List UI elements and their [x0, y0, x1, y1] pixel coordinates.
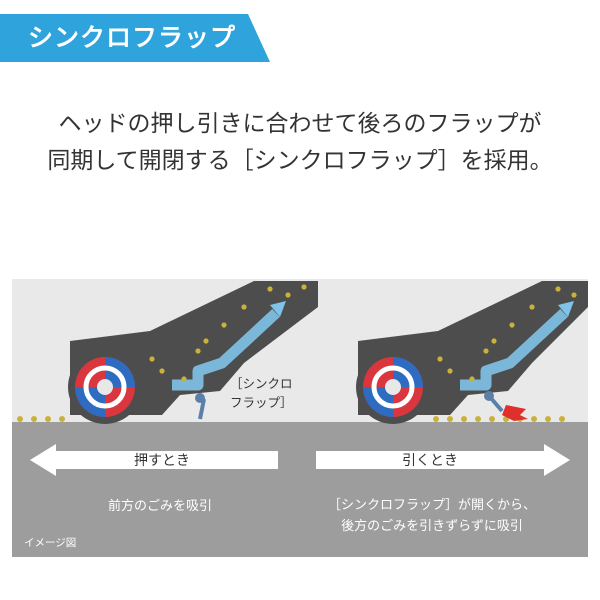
- dust-particles-pull: [433, 286, 577, 422]
- cleaner-head-push: [68, 281, 318, 424]
- section-title-banner: シンクロフラップ: [0, 14, 270, 62]
- pull-caption-line-2: 後方のごみを引きずらずに吸引: [341, 518, 523, 534]
- dust-particles-push: [17, 284, 307, 422]
- headline-line-1: ヘッドの押し引きに合わせて後ろのフラップが: [58, 111, 542, 137]
- headline: ヘッドの押し引きに合わせて後ろのフラップが 同期して開閉する［シンクロフラップ］…: [0, 106, 600, 180]
- flap-open-arrow: [502, 405, 528, 421]
- cleaner-head-pull: [356, 281, 588, 424]
- synchro-flap-illustration: ［シンクロ フラップ］ 押すとき 前方のごみを吸引 引くとき ［シンクロフラップ…: [12, 279, 588, 557]
- synchro-flap-closed: [195, 393, 206, 420]
- pull-caption-line-1: ［シンクロフラップ］が開くから、: [328, 498, 536, 513]
- flap-callout-line-1: ［シンクロ: [230, 376, 293, 391]
- pull-arrow: [316, 444, 570, 476]
- headline-line-2: 同期して開閉する［シンクロフラップ］を採用。: [47, 148, 553, 174]
- flap-callout-line-2: フラップ］: [230, 395, 293, 410]
- pull-arrow-label: 引くとき: [402, 453, 458, 469]
- synchro-flap-open: [484, 391, 528, 421]
- section-title: シンクロフラップ: [28, 23, 237, 52]
- push-arrow-label: 押すとき: [134, 453, 190, 469]
- image-note: イメージ図: [24, 537, 76, 549]
- floor: [12, 422, 588, 557]
- push-caption: 前方のごみを吸引: [108, 498, 212, 514]
- push-arrow: [30, 444, 278, 476]
